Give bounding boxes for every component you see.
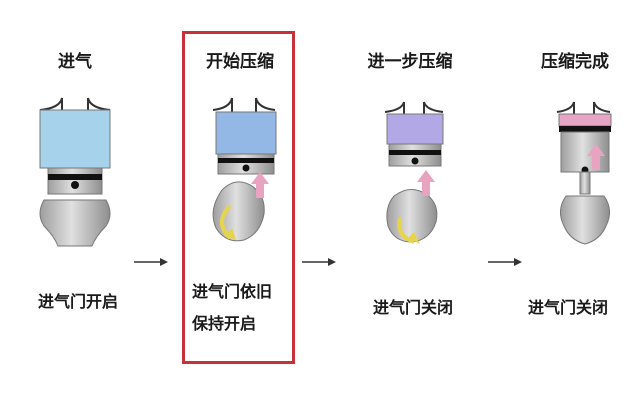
- stage-caption-compression-complete: 进气门关闭: [527, 298, 608, 317]
- stage-caption-intake: 进气门开启: [37, 292, 118, 311]
- piston-ring: [48, 174, 102, 180]
- piston-up-arrow-icon: [417, 170, 435, 196]
- stage-title-further-compression: 进一步压缩: [367, 52, 453, 72]
- piston-up-arrow-icon: [251, 172, 269, 198]
- cylinder-chamber-start-compression: [215, 111, 277, 155]
- flow-right-arrow-icon: [134, 258, 168, 266]
- flow-right-arrow-icon: [488, 258, 522, 266]
- piston-up-arrow-icon: [587, 144, 605, 170]
- engine-stage-further-compression: [384, 101, 444, 244]
- stage-title-intake: 进气: [58, 52, 92, 72]
- cylinder-chamber-compression-complete: [558, 113, 612, 127]
- stage-caption-further-compression: 进气门关闭: [372, 298, 453, 317]
- highlight-frame: [182, 31, 295, 364]
- piston-ring: [218, 158, 274, 163]
- stage-caption-line: 保持开启: [192, 314, 257, 333]
- stage-title-compression-complete: 压缩完成: [541, 52, 609, 72]
- cylinder-chamber-intake: [39, 109, 111, 169]
- piston-ring: [389, 150, 441, 155]
- stage-title-start-compression: 开始压缩: [206, 52, 274, 72]
- engine-stage-start-compression: [212, 97, 277, 242]
- stage-caption-start-compression: 进气门依旧 保持开启: [192, 276, 292, 340]
- cylinder-chamber-further-compression: [386, 113, 444, 145]
- engine-stage-compression-complete: [556, 101, 612, 245]
- stage-caption-line: 进气门依旧: [192, 282, 273, 301]
- engine-stage-intake: [39, 97, 111, 247]
- crank-rotation-arrow-icon: [397, 217, 415, 244]
- flow-right-arrow-icon: [302, 258, 336, 266]
